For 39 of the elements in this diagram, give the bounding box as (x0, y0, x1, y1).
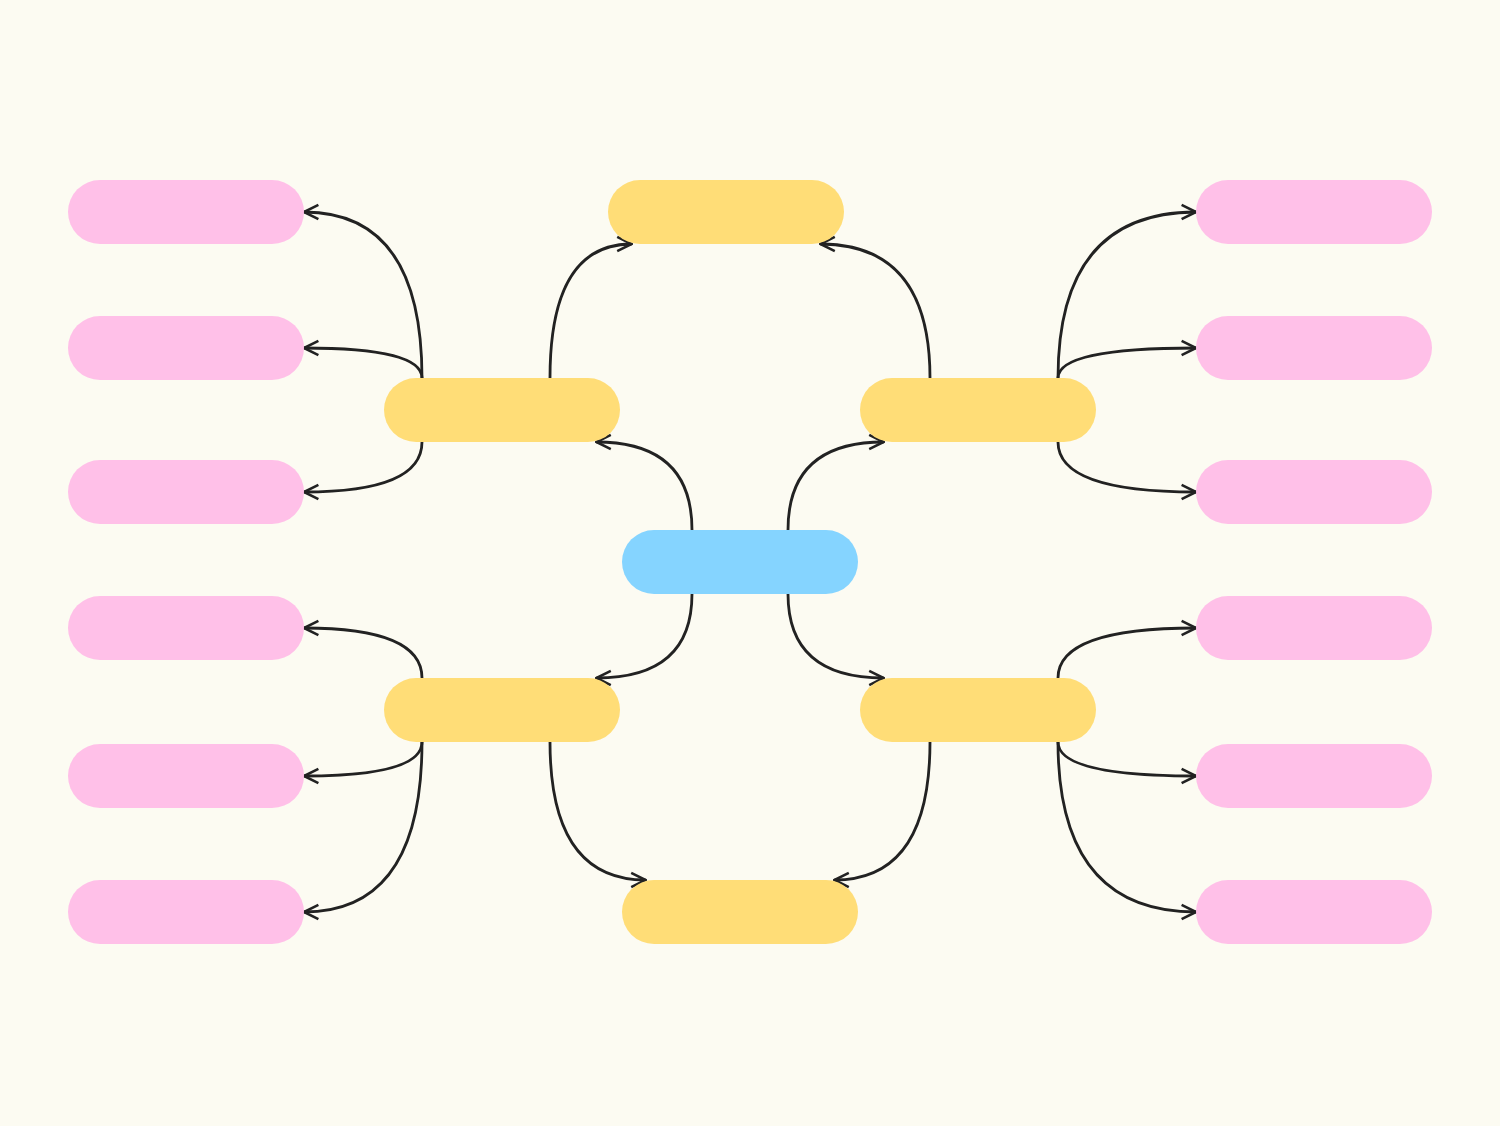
curved-arrow (302, 619, 424, 679)
curved-arrow (786, 434, 885, 531)
leaf-pill (68, 460, 304, 524)
leaf-pill (1196, 180, 1432, 244)
subtopic-pill (860, 378, 1096, 442)
leaf-pill (1196, 460, 1432, 524)
curved-arrow (548, 741, 647, 888)
curved-arrow (1056, 204, 1198, 379)
leaf-pill (68, 180, 304, 244)
curved-arrow (548, 236, 633, 379)
subtopic-pill (622, 880, 858, 944)
curved-arrow (595, 434, 694, 531)
leaf-pill (68, 880, 304, 944)
subtopic-pill (384, 678, 620, 742)
leaf-pill (68, 744, 304, 808)
curved-arrow (833, 741, 932, 888)
curved-arrow (302, 339, 424, 379)
curved-arrow (1056, 441, 1198, 501)
curved-arrow (1056, 741, 1198, 785)
curved-arrow (595, 593, 694, 686)
subtopic-pill (384, 378, 620, 442)
curved-arrow (1056, 619, 1198, 679)
curved-arrow (302, 741, 424, 920)
leaf-pill (1196, 596, 1432, 660)
curved-arrow (302, 441, 424, 501)
curved-arrow (302, 741, 424, 785)
central-topic-pill (622, 530, 858, 594)
leaf-pill (68, 596, 304, 660)
curved-arrow (1056, 339, 1198, 379)
leaf-pill (1196, 744, 1432, 808)
subtopic-pill (860, 678, 1096, 742)
leaf-pill (1196, 316, 1432, 380)
subtopic-pill (608, 180, 844, 244)
curved-arrow (302, 204, 424, 379)
leaf-pill (1196, 880, 1432, 944)
leaf-pill (68, 316, 304, 380)
curved-arrow (786, 593, 885, 686)
curved-arrow (1056, 741, 1198, 920)
curved-arrow (819, 236, 932, 379)
